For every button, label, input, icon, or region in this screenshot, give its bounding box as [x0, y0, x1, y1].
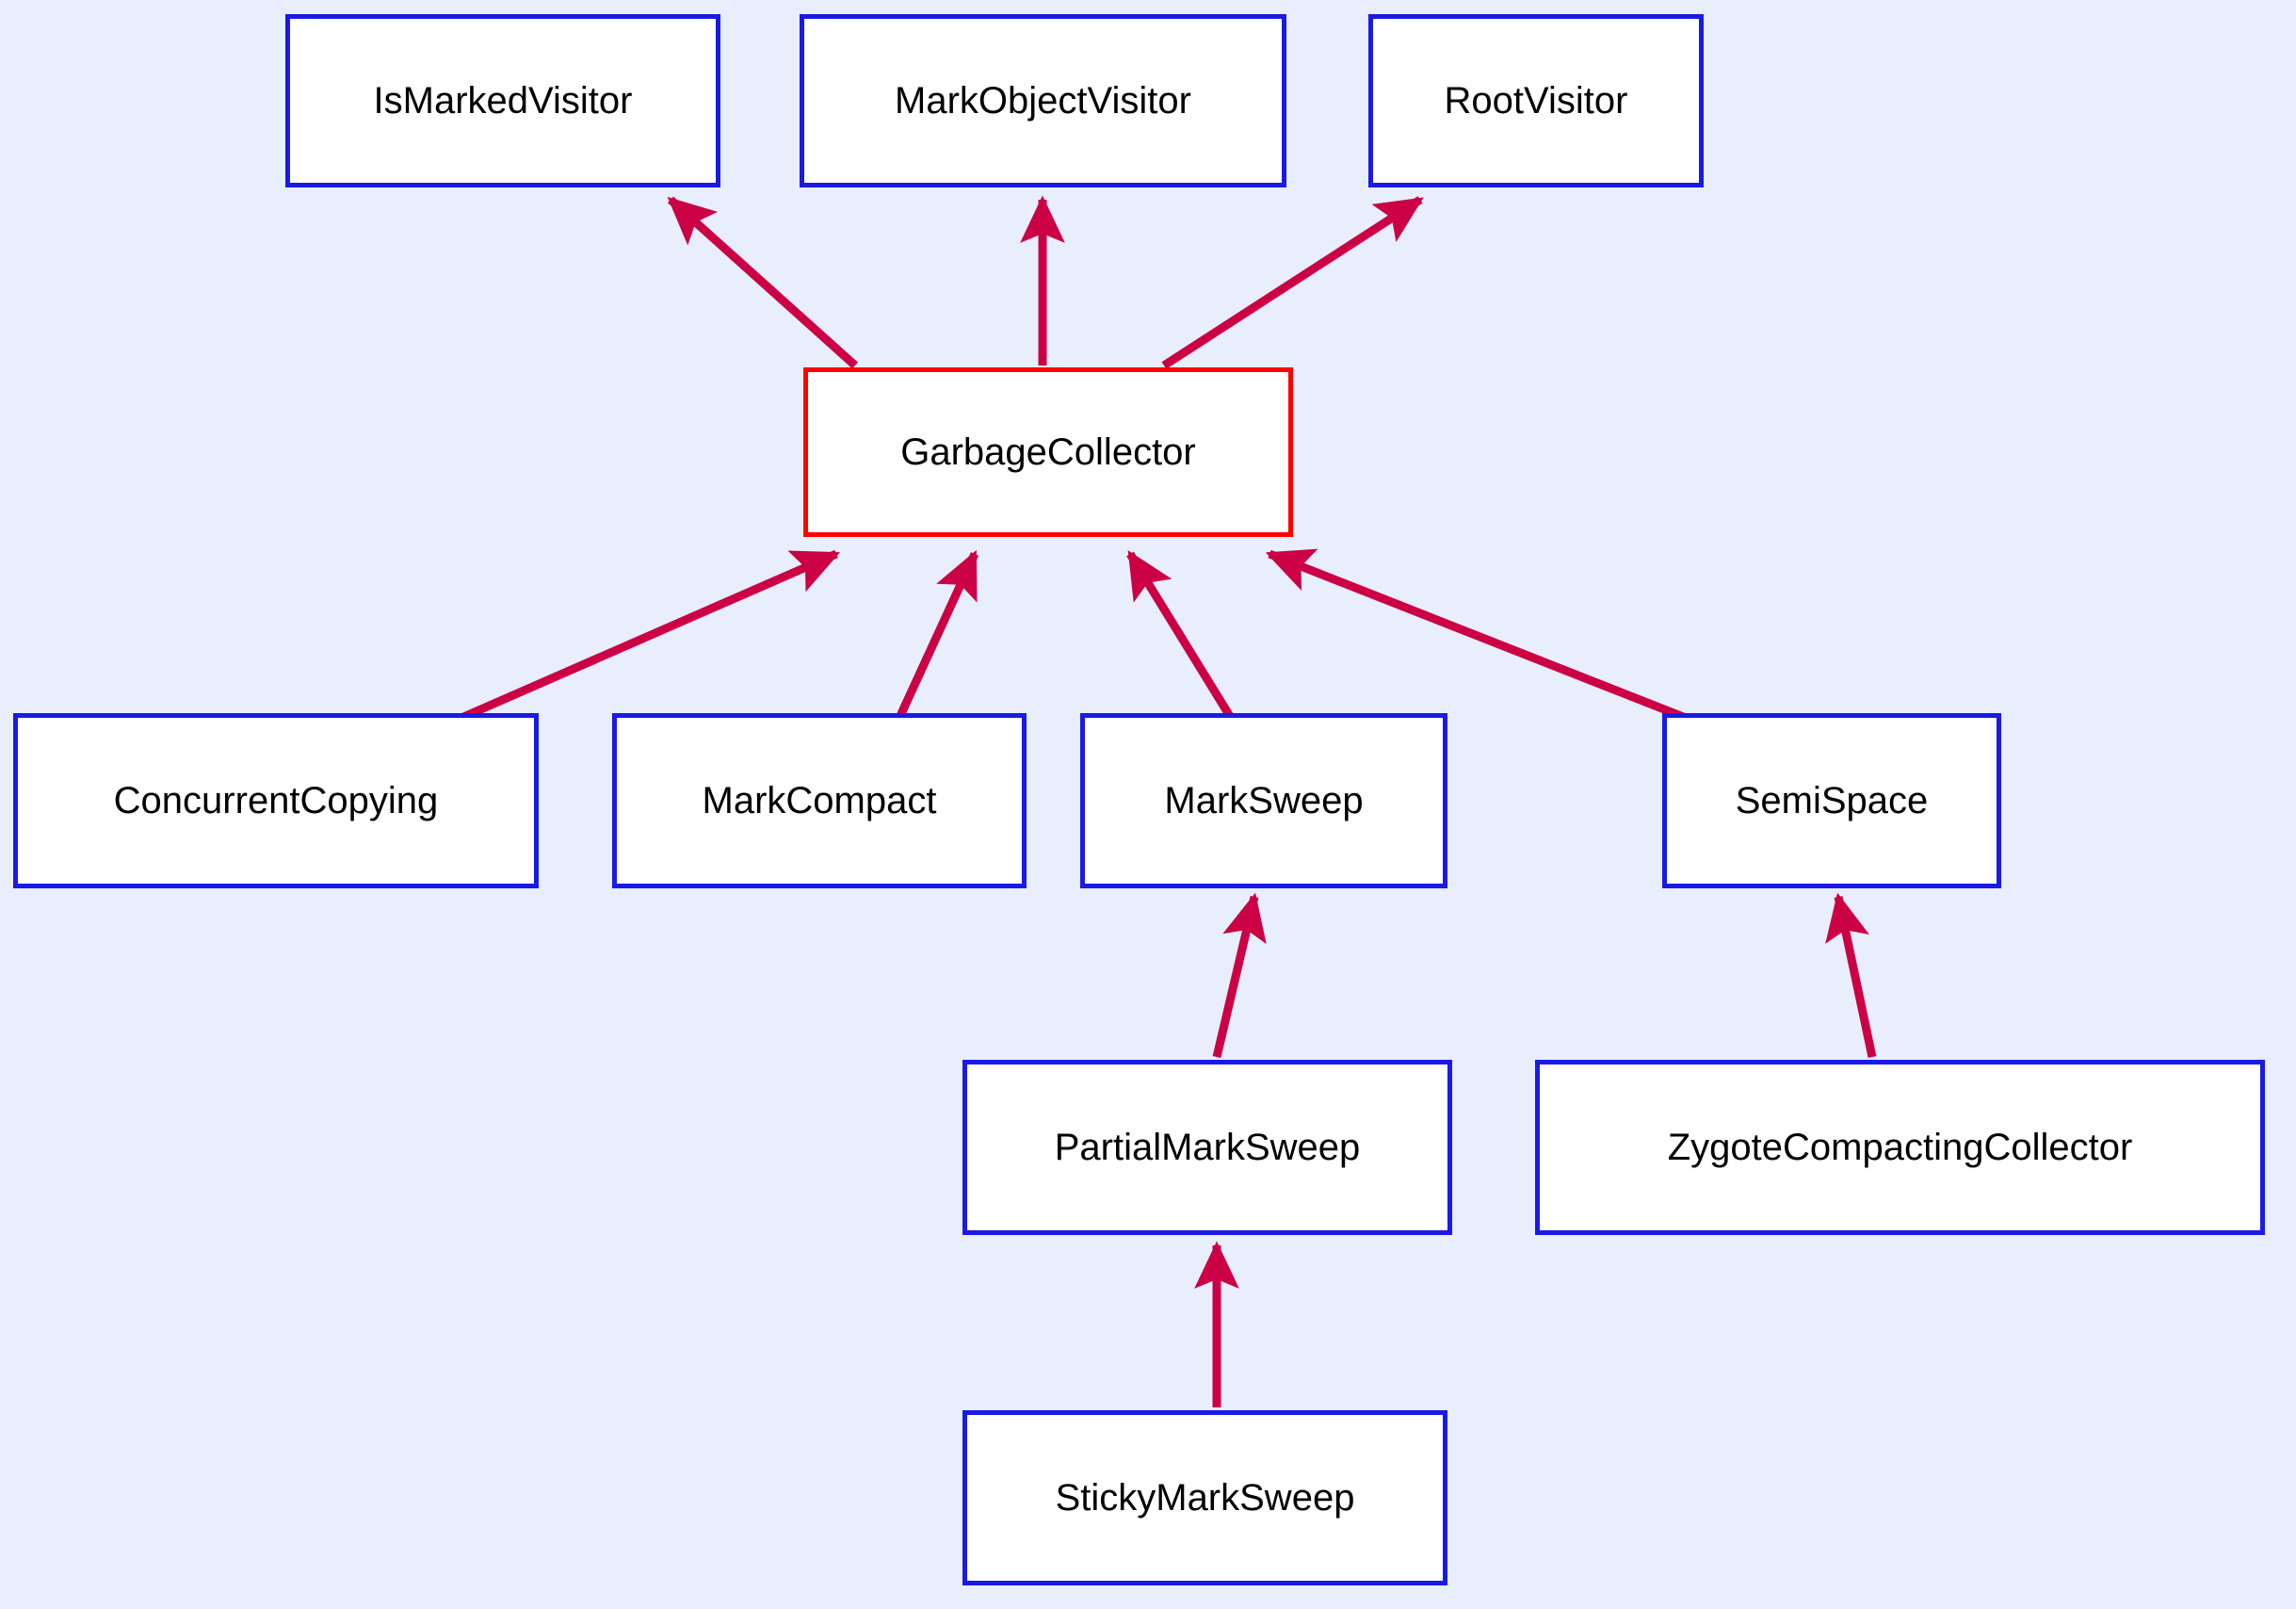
class-node-label: MarkObjectVisitor — [895, 79, 1191, 122]
class-node-garbagecollector[interactable]: GarbageCollector — [803, 367, 1293, 537]
class-node-rootvisitor[interactable]: RootVisitor — [1368, 14, 1704, 187]
class-node-semispace[interactable]: SemiSpace — [1662, 713, 2001, 888]
class-node-label: IsMarkedVisitor — [373, 79, 633, 122]
class-node-partialmarksweep[interactable]: PartialMarkSweep — [962, 1060, 1452, 1235]
edge-zygotecompactingcollector-to-semispace — [1825, 892, 1877, 1058]
edge-semispace-to-gc — [1265, 548, 1688, 723]
class-node-concurrentcopying[interactable]: ConcurrentCopying — [13, 713, 539, 888]
class-node-zygotecompactingcollector[interactable]: ZygoteCompactingCollector — [1535, 1060, 2265, 1235]
class-node-markcompact[interactable]: MarkCompact — [612, 713, 1027, 888]
edge-partialmarksweep-to-marksweep — [1212, 892, 1267, 1059]
class-node-label: ZygoteCompactingCollector — [1667, 1126, 2133, 1168]
class-node-label: PartialMarkSweep — [1054, 1126, 1361, 1168]
class-node-label: ConcurrentCopying — [113, 779, 439, 821]
class-node-label: MarkSweep — [1164, 779, 1364, 821]
class-node-label: GarbageCollector — [900, 431, 1196, 473]
class-node-label: RootVisitor — [1444, 79, 1628, 122]
edge-gc-to-ismarkedvisitor — [667, 196, 859, 369]
class-node-label: MarkCompact — [702, 779, 937, 821]
class-node-label: SemiSpace — [1735, 779, 1929, 821]
edge-concurrentcopying-to-gc — [460, 549, 841, 723]
class-node-ismarkedvisitor[interactable]: IsMarkedVisitor — [285, 14, 720, 187]
class-node-stickymarksweep[interactable]: StickyMarkSweep — [962, 1410, 1447, 1585]
class-node-markobjectvisitor[interactable]: MarkObjectVisitor — [800, 14, 1286, 187]
edge-gc-to-rootvisitor — [1161, 196, 1424, 369]
edge-marksweep-to-gc — [1126, 550, 1235, 721]
class-node-label: StickyMarkSweep — [1055, 1476, 1355, 1519]
edge-markcompact-to-gc — [895, 549, 979, 720]
class-node-marksweep[interactable]: MarkSweep — [1080, 713, 1447, 888]
